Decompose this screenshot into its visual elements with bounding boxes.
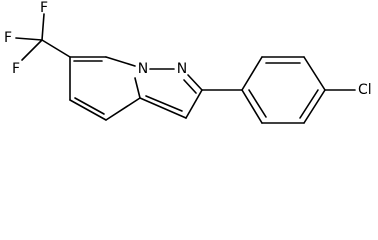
- bond-c3-c3a-double: [145, 95, 183, 112]
- pyrazole-ring: [139, 68, 203, 119]
- pyridine-ring: [69, 56, 141, 121]
- bond-c-f-top: [41, 13, 45, 41]
- bond-n1-c3a: [134, 77, 141, 99]
- bond-cf3-ring: [41, 39, 71, 58]
- atom-f-bottom: F: [12, 61, 20, 77]
- bond-ar4-ar5-double: [299, 89, 319, 119]
- atom-f-left: F: [4, 30, 12, 46]
- bond-n2-c2: [187, 74, 203, 91]
- bond-ar1-ar2: [241, 56, 263, 91]
- bond-ar4-ar5: [303, 89, 326, 124]
- bond-c2-c3: [185, 89, 203, 119]
- bond-c3a-c4: [105, 97, 141, 121]
- chlorophenyl-ring: [241, 56, 326, 124]
- bond-c-f-bottom: [21, 39, 43, 61]
- chemical-structure-diagram: F F F N N Cl: [4, 0, 372, 124]
- atom-n-pyrazole: N: [177, 61, 187, 77]
- bond-c3-c3a: [139, 97, 187, 119]
- atom-f-top: F: [40, 0, 48, 16]
- bond-ar6-ar1-double: [248, 89, 267, 118]
- trifluoromethyl-group: [15, 13, 71, 61]
- bond-c7-n1: [105, 56, 136, 67]
- bond-ar6-ar1: [241, 89, 263, 124]
- bond-c4-c5: [69, 99, 107, 121]
- bond-n2-c2-double: [183, 79, 197, 94]
- bond-c-f-left: [15, 37, 43, 41]
- bond-ar3-ar4: [303, 56, 326, 91]
- atom-chlorine: Cl: [358, 82, 372, 98]
- atom-n-bridgehead: N: [138, 61, 148, 77]
- bond-c4-c5-double: [74, 97, 105, 115]
